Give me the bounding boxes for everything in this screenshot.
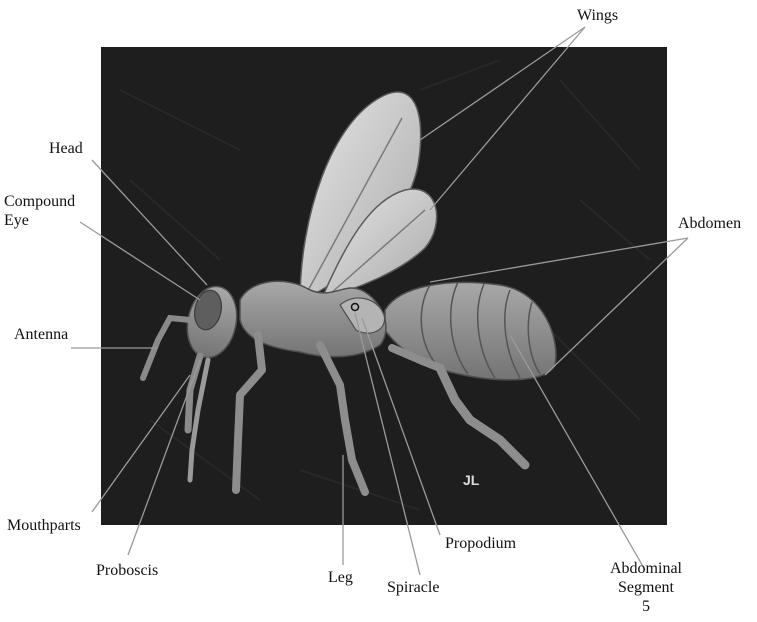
- artist-signature: JL: [463, 472, 480, 488]
- label-leg: Leg: [328, 568, 353, 587]
- label-compound-eye-line1: Compound: [4, 192, 75, 211]
- label-compound-eye: Compound Eye: [4, 192, 75, 230]
- label-compound-eye-line2: Eye: [4, 211, 75, 230]
- label-abdominal-segment: Abdominal Segment 5: [608, 559, 684, 616]
- label-abdominal-segment-line1: Abdominal: [608, 559, 684, 578]
- label-abdomen: Abdomen: [678, 214, 741, 233]
- label-spiracle: Spiracle: [387, 578, 439, 597]
- label-proboscis: Proboscis: [96, 561, 158, 580]
- label-antenna: Antenna: [14, 325, 68, 344]
- label-head: Head: [49, 139, 83, 158]
- label-abdominal-segment-line3: 5: [608, 597, 684, 616]
- label-mouthparts: Mouthparts: [7, 516, 81, 535]
- label-wings: Wings: [577, 6, 618, 25]
- label-abdominal-segment-line2: Segment: [608, 578, 684, 597]
- label-propodium: Propodium: [445, 534, 516, 553]
